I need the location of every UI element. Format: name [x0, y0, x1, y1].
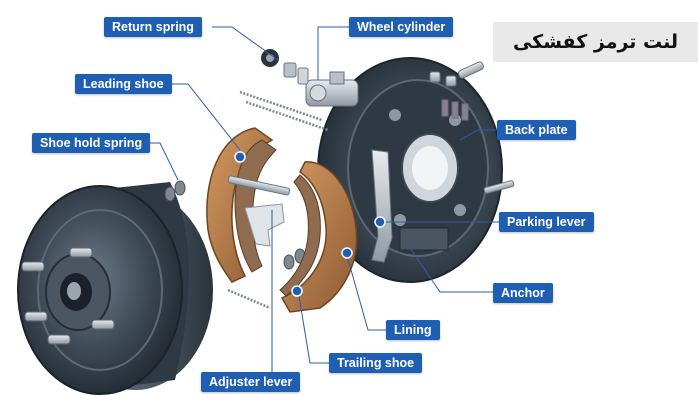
label-lining: Lining: [386, 320, 440, 340]
label-return-spring: Return spring: [104, 17, 202, 37]
label-wheel-cylinder: Wheel cylinder: [349, 17, 454, 37]
shoe-hold-springs: [164, 180, 306, 270]
marker-dots: [234, 151, 386, 297]
bleeder-hardware: [429, 61, 515, 194]
label-adjuster-lever: Adjuster lever: [201, 372, 301, 392]
label-shoe-hold-spring: Shoe hold spring: [32, 133, 151, 153]
adjuster: [227, 175, 291, 247]
wheel-cylinder: [305, 71, 359, 107]
leading-shoe: [206, 127, 277, 283]
title: لنت ترمز کفشکی: [512, 31, 679, 53]
leader-lines: [150, 26, 499, 380]
brake-drum: [17, 182, 213, 395]
wheel-studs: [21, 247, 115, 345]
label-back-plate: Back plate: [497, 120, 576, 140]
parking-lever: [371, 149, 393, 263]
trailing-shoe: [279, 161, 358, 313]
label-trailing-shoe: Trailing shoe: [329, 353, 423, 373]
title-panel: لنت ترمز کفشکی: [493, 22, 698, 62]
cylinder-seal-parts: [261, 49, 309, 85]
label-parking-lever: Parking lever: [499, 212, 594, 232]
return-springs: [227, 90, 329, 310]
label-leading-shoe: Leading shoe: [75, 74, 172, 94]
label-anchor: Anchor: [493, 283, 553, 303]
